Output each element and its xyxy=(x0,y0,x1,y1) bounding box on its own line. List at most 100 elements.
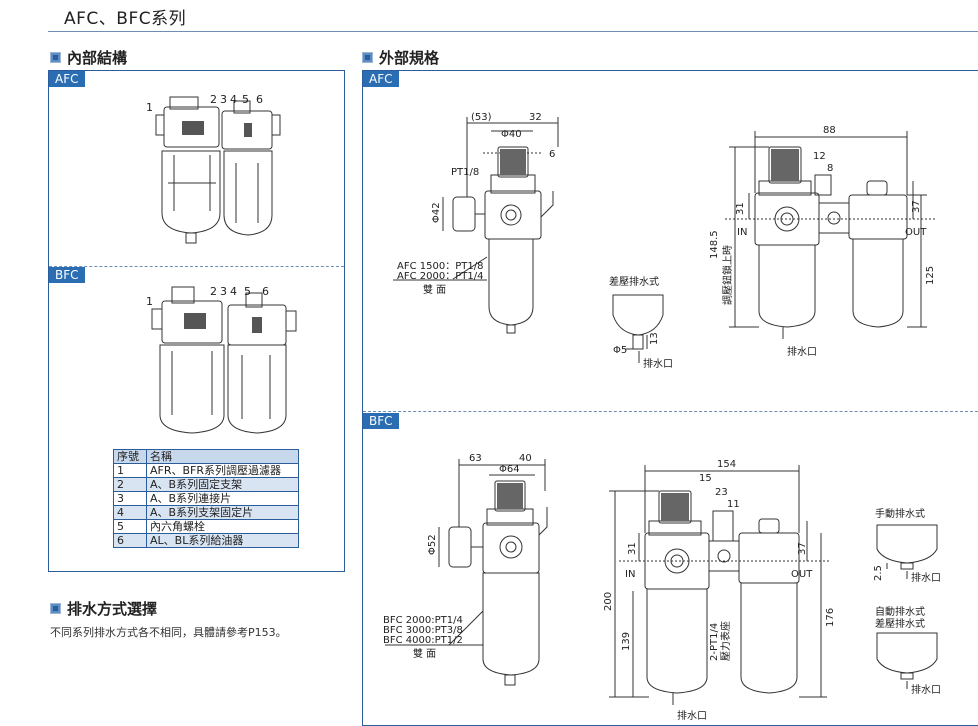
dim-40: 40 xyxy=(519,453,532,464)
table-cell: 5 xyxy=(113,519,147,534)
afc-tag: AFC xyxy=(49,71,85,87)
callout-1: 1 xyxy=(146,101,153,114)
dim-phi5: Φ5 xyxy=(613,345,627,356)
out-label: OUT xyxy=(791,569,813,580)
drain-port-label: 排水口 xyxy=(911,571,941,584)
external-spec-panel: AFC BFC (53) 32 Φ40 xyxy=(362,70,978,726)
callout-2: 2 xyxy=(210,93,217,106)
in-label: IN xyxy=(737,227,747,238)
dim-phi64: Φ64 xyxy=(499,464,520,475)
table-cell: 4 xyxy=(113,505,147,520)
table-header-cell: 名稱 xyxy=(146,449,299,464)
bfc-manual-drain-view: 手動排水式 2.5 排水口 xyxy=(873,507,941,584)
dim-pt18: PT1/8 xyxy=(451,167,479,178)
both-sides-label: 雙 面 xyxy=(413,647,436,660)
afc-tag: AFC xyxy=(363,71,399,87)
square-bullet-icon xyxy=(50,52,61,63)
gauge-thread: 2-PT1/4 xyxy=(709,623,720,661)
dim-phi52: Φ52 xyxy=(427,534,438,555)
table-cell: 1 xyxy=(113,463,147,478)
bfc-tag: BFC xyxy=(49,267,85,283)
table-row: 2 A、B系列固定支架 xyxy=(113,477,299,492)
internal-structure-label: 內部結構 xyxy=(67,49,128,67)
table-cell: A、B系列固定支架 xyxy=(146,477,299,492)
table-cell: 內六角螺栓 xyxy=(146,519,299,534)
dim-37: 37 xyxy=(911,200,922,213)
table-row: 3 A、B系列連接片 xyxy=(113,491,299,506)
table-cell: 3 xyxy=(113,491,147,506)
bfc3000-port: BFC 3000:PT3/8 xyxy=(383,625,463,636)
dim-176: 176 xyxy=(825,608,836,627)
table-cell: A、B系列連接片 xyxy=(146,491,299,506)
drain-heading-label: 排水方式選擇 xyxy=(67,600,158,618)
dim-148-5: 148.5 xyxy=(709,230,720,259)
table-cell: 6 xyxy=(113,533,147,548)
bfc-side-view: 154 15 23 11 31 37 IN OUT 200 139 2-PT1/… xyxy=(603,459,836,721)
table-cell: 2 xyxy=(113,477,147,492)
dim-200: 200 xyxy=(603,592,614,611)
drain-description: 不同系列排水方式各不相同，具體請參考P153。 xyxy=(50,626,287,639)
diff-drain-label: 差壓排水式 xyxy=(875,617,925,630)
out-label: OUT xyxy=(905,227,927,238)
dim-32: 32 xyxy=(529,112,542,123)
dim-15: 15 xyxy=(699,473,712,484)
drain-port-label: 排水口 xyxy=(677,709,707,721)
drain-port-label: 排水口 xyxy=(643,357,673,370)
internal-structure-heading: 內部結構 xyxy=(50,47,127,68)
auto-drain-label: 自動排水式 xyxy=(875,605,925,618)
afc2000-port: AFC 2000：PT1/4 xyxy=(397,271,483,282)
dim-phi42: Φ42 xyxy=(431,202,442,223)
table-cell: AL、BL系列給油器 xyxy=(146,533,299,548)
bfc-tag: BFC xyxy=(363,413,399,429)
external-spec-label: 外部規格 xyxy=(379,49,440,67)
dim-8: 8 xyxy=(827,163,833,174)
dim-88: 88 xyxy=(823,125,836,136)
afc-section-drawing: 1 2 3 4 5 6 xyxy=(146,93,281,244)
dim-31: 31 xyxy=(735,202,746,215)
dim-6: 6 xyxy=(549,149,555,160)
drain-port-label: 排水口 xyxy=(911,683,941,696)
title-rule xyxy=(48,31,978,32)
page-title: AFC、BFC系列 xyxy=(64,9,187,29)
table-cell: AFR、BFR系列調壓過濾器 xyxy=(146,463,299,478)
afc1500-port: AFC 1500：PT1/8 xyxy=(397,261,483,272)
callout-3: 3 xyxy=(220,93,227,106)
table-row: 6 AL、BL系列給油器 xyxy=(113,533,299,548)
dim-125: 125 xyxy=(925,266,936,285)
gauge-port-label: 壓力表座 xyxy=(719,621,732,661)
dim-139: 139 xyxy=(621,632,632,651)
adjust-locked-note: 調壓鈕鎖上時 xyxy=(721,245,734,305)
table-row: 1 AFR、BFR系列調壓過濾器 xyxy=(113,463,299,478)
callout-2: 2 xyxy=(210,285,217,298)
callout-3: 3 xyxy=(220,285,227,298)
bfc-section-drawing: 1 2 3 4 5 6 xyxy=(146,285,297,434)
dim-11: 11 xyxy=(727,499,740,510)
diff-drain-label: 差壓排水式 xyxy=(609,275,659,288)
afc-front-view: (53) 32 Φ40 6 PT1/8 Φ42 AFC 1500：PT1/8 A… xyxy=(393,112,559,334)
manual-drain-label: 手動排水式 xyxy=(875,507,925,520)
square-bullet-icon xyxy=(50,603,61,614)
dim-23: 23 xyxy=(715,487,728,498)
dim-63: 63 xyxy=(469,453,482,464)
bfc4000-port: BFC 4000:PT1/2 xyxy=(383,635,463,646)
table-row: 5 內六角螺栓 xyxy=(113,519,299,534)
table-header-cell: 序號 xyxy=(113,449,147,464)
both-sides-label: 雙 面 xyxy=(423,283,446,296)
drain-heading: 排水方式選擇 xyxy=(50,598,157,619)
callout-6: 6 xyxy=(262,285,269,298)
callout-1: 1 xyxy=(146,295,153,308)
afc-diff-drain-view: 差壓排水式 Φ5 13 排水口 xyxy=(609,275,673,370)
panel-divider xyxy=(49,266,344,267)
table-cell: A、B系列支架固定片 xyxy=(146,505,299,520)
callout-5: 5 xyxy=(242,93,249,106)
external-spec-heading: 外部規格 xyxy=(362,47,439,68)
panel-divider xyxy=(363,411,978,412)
callout-4: 4 xyxy=(230,93,237,106)
parts-table: 序號 名稱 1 AFR、BFR系列調壓過濾器 2 A、B系列固定支架 3 A、B… xyxy=(113,449,299,548)
table-row: 4 A、B系列支架固定片 xyxy=(113,505,299,520)
dim-2-5: 2.5 xyxy=(873,565,884,581)
dim-phi40: Φ40 xyxy=(501,129,522,140)
dim-13: 13 xyxy=(649,332,660,345)
in-label: IN xyxy=(625,569,635,580)
afc-side-view: 88 12 8 31 37 IN OUT 148.5 調壓鈕鎖上時 125 排水… xyxy=(709,125,936,358)
